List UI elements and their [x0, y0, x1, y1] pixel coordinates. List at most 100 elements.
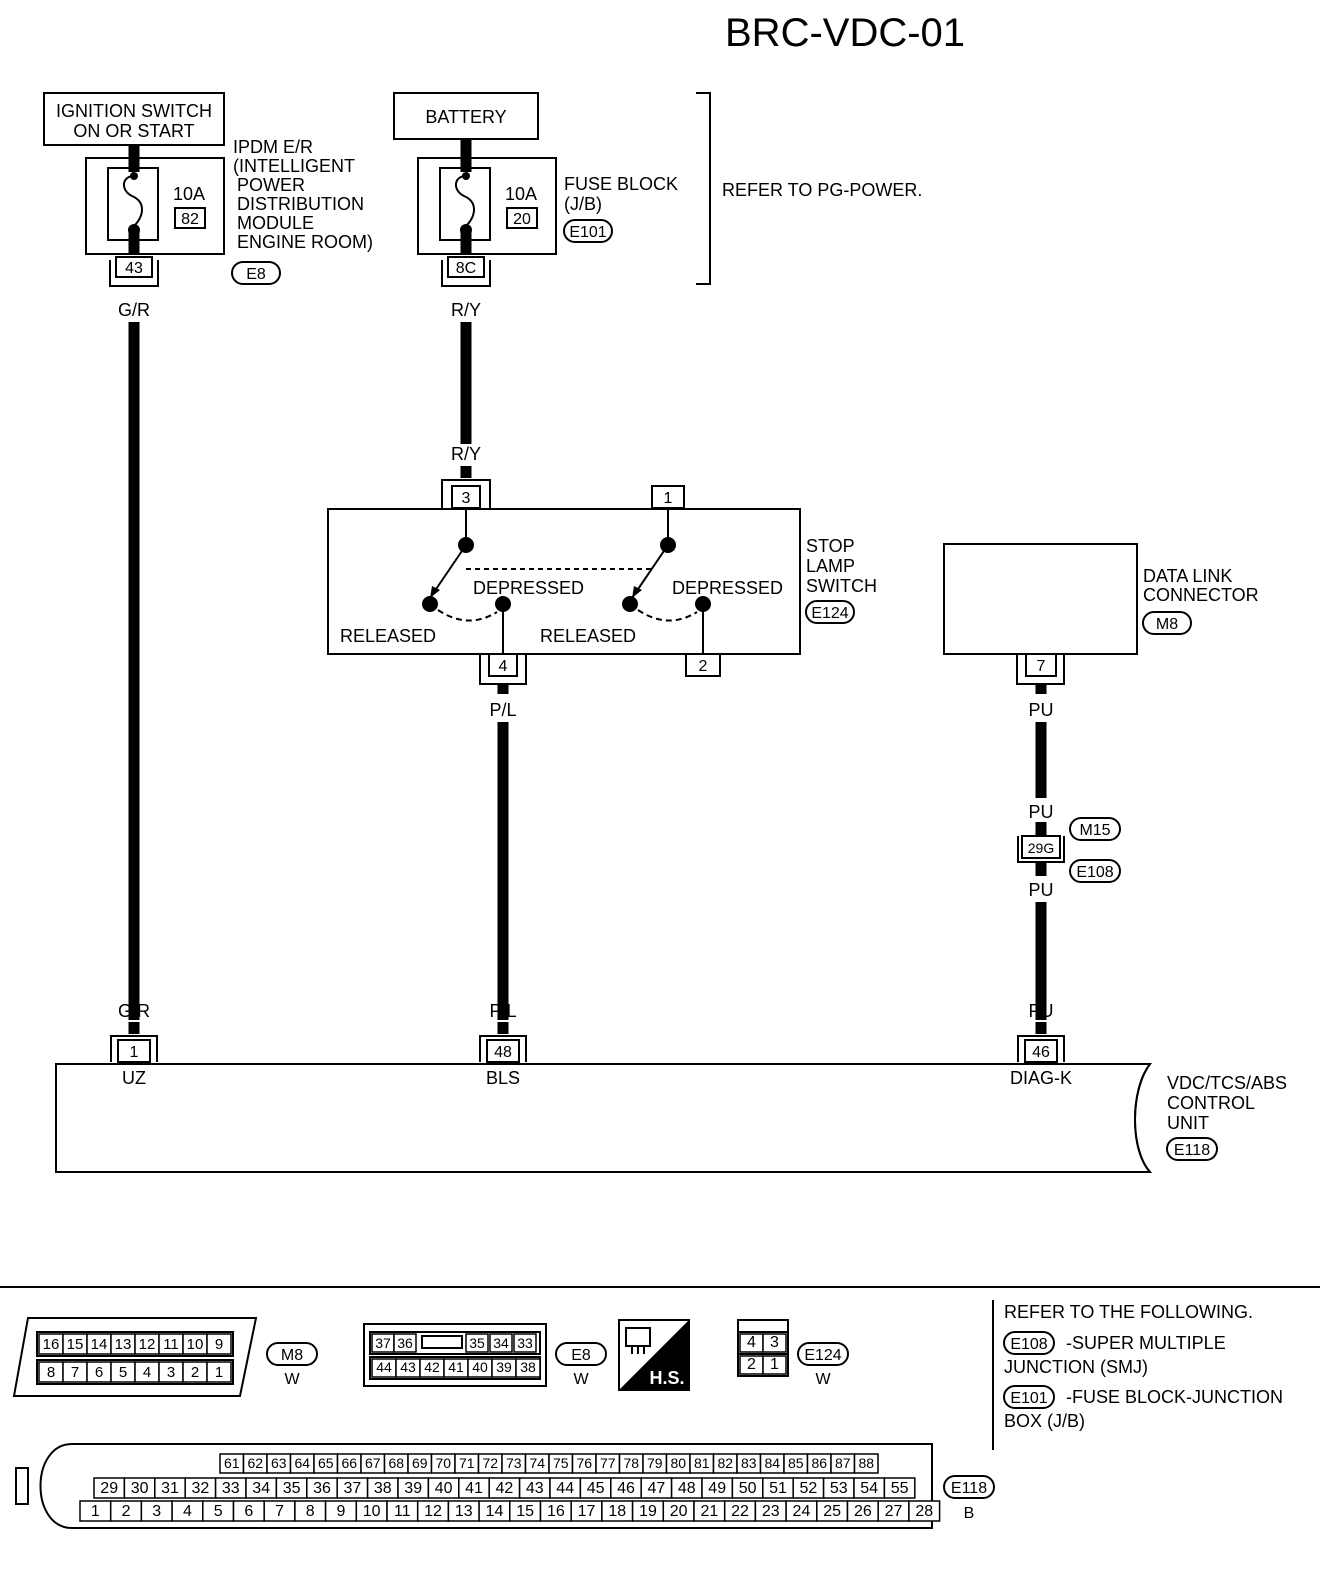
pin-number: 38: [520, 1359, 536, 1375]
cu-connector-id: E118: [1174, 1142, 1210, 1159]
e8-color: W: [573, 1371, 589, 1388]
pin-cell: [762, 1355, 787, 1375]
wire-label-pu-bottom: PU: [1028, 1001, 1053, 1021]
pin-number: 20: [670, 1503, 688, 1520]
fuseblock-fuse-amp: 10A: [505, 184, 537, 204]
pin-number: 40: [472, 1359, 488, 1375]
pin-number: 46: [617, 1480, 635, 1497]
pin-number: 7: [71, 1364, 79, 1381]
pin-number: 73: [506, 1455, 522, 1471]
pin-number: 50: [739, 1480, 757, 1497]
pin-number: 8: [47, 1364, 55, 1381]
pin-number: 45: [587, 1480, 605, 1497]
pin-number: 66: [341, 1455, 357, 1471]
pin-number: 33: [222, 1480, 240, 1497]
pin-number: 42: [496, 1480, 514, 1497]
stop-lamp-line-2: LAMP: [806, 556, 855, 576]
pin-number: 2: [747, 1356, 756, 1373]
fuseblock-line-1: FUSE BLOCK: [564, 174, 678, 194]
wire-label-ry-top: R/Y: [451, 300, 481, 320]
pin-number: 14: [91, 1336, 108, 1353]
pin-number: 88: [858, 1455, 874, 1471]
pin-number: 87: [835, 1455, 851, 1471]
pin-number: 55: [891, 1480, 909, 1497]
fuseblock-line-2: (J/B): [564, 194, 602, 214]
wire-label-gr-top: G/R: [118, 300, 150, 320]
ipdm-fuse-amp: 10A: [173, 184, 205, 204]
pin-number: 61: [224, 1455, 240, 1471]
wire-label-pu-mid2: PU: [1028, 880, 1053, 900]
pin-number: 15: [67, 1336, 84, 1353]
pin-number: 47: [648, 1480, 666, 1497]
pin-number: 15: [516, 1503, 534, 1520]
pin-cell: [883, 1477, 916, 1499]
e8-id: E8: [571, 1347, 591, 1364]
pin-number: 29: [100, 1480, 118, 1497]
refer-item2-text2: BOX (J/B): [1004, 1411, 1085, 1431]
cu-label-bls: BLS: [486, 1068, 520, 1088]
pin-cell: [853, 1453, 879, 1474]
pin-number: 31: [161, 1480, 179, 1497]
pin-number: 23: [762, 1503, 780, 1520]
pin-number: 82: [717, 1455, 733, 1471]
ipdm-module: 10A 82: [85, 157, 225, 255]
pin-cell: [206, 1361, 232, 1383]
pin-number: 36: [313, 1480, 331, 1497]
joint-connector: 29G M15 E108: [1017, 817, 1121, 883]
pin-number: 79: [647, 1455, 663, 1471]
dlc-connector-oval: [1142, 611, 1192, 635]
pin-cell: [908, 1500, 941, 1522]
released-label-2: RELEASED: [540, 626, 636, 646]
wire-label-gr-bottom: G/R: [118, 1001, 150, 1021]
pin-number: 9: [215, 1336, 223, 1353]
pin-number: 43: [526, 1480, 544, 1497]
wire-label-pl-top: P/L: [489, 700, 516, 720]
pin-cell: [513, 1333, 537, 1353]
released-label-1: RELEASED: [340, 626, 436, 646]
ignition-label-2: ON OR START: [73, 121, 194, 141]
pin-number: 21: [700, 1503, 718, 1520]
ignition-label-1: IGNITION SWITCH: [56, 101, 212, 121]
pin-number: 34: [493, 1335, 509, 1351]
pin-number: 6: [95, 1364, 103, 1381]
pin-number: 78: [623, 1455, 639, 1471]
ipdm-line-4: DISTRIBUTION: [237, 194, 364, 214]
pin-number: 17: [578, 1503, 596, 1520]
dlc-line-2: CONNECTOR: [1143, 585, 1259, 605]
pin-number: 3: [152, 1503, 161, 1520]
pin-number: 39: [404, 1480, 422, 1497]
e118-id: E118: [951, 1480, 987, 1497]
ipdm-pin-label: 43: [125, 260, 143, 277]
pin-number: 85: [788, 1455, 804, 1471]
pin-number: 65: [318, 1455, 334, 1471]
pin-number: 8: [306, 1503, 315, 1520]
refer-following: REFER TO THE FOLLOWING. E108 -SUPER MULT…: [992, 1300, 1283, 1450]
pin-number: 84: [764, 1455, 780, 1471]
cu-pin-uz: 1: [130, 1044, 139, 1061]
pin-number: 62: [247, 1455, 263, 1471]
pin-number: 26: [854, 1503, 872, 1520]
pin-number: 86: [811, 1455, 827, 1471]
pin-number: 68: [388, 1455, 404, 1471]
wire-label-ry-mid: R/Y: [451, 444, 481, 464]
battery-label: BATTERY: [425, 107, 506, 127]
pin-number: 70: [435, 1455, 451, 1471]
ipdm-label: IPDM E/R (INTELLIGENT POWER DISTRIBUTION…: [233, 137, 373, 252]
pin-number: 40: [435, 1480, 453, 1497]
pin-number: 16: [43, 1336, 60, 1353]
pin-number: 6: [244, 1503, 253, 1520]
pin-number: 76: [576, 1455, 592, 1471]
pin-number: 1: [770, 1356, 779, 1373]
pin-cell: [762, 1333, 787, 1353]
pin-number: 30: [131, 1480, 149, 1497]
pin-number: 54: [860, 1480, 878, 1497]
pin-cell: [393, 1333, 417, 1353]
pin-number: 49: [708, 1480, 726, 1497]
pin-number: 38: [374, 1480, 392, 1497]
pin-number: 5: [214, 1503, 223, 1520]
fuseblock-fuse-no: 20: [513, 211, 531, 228]
pin-number: 72: [482, 1455, 498, 1471]
depressed-label-2: DEPRESSED: [672, 578, 783, 598]
